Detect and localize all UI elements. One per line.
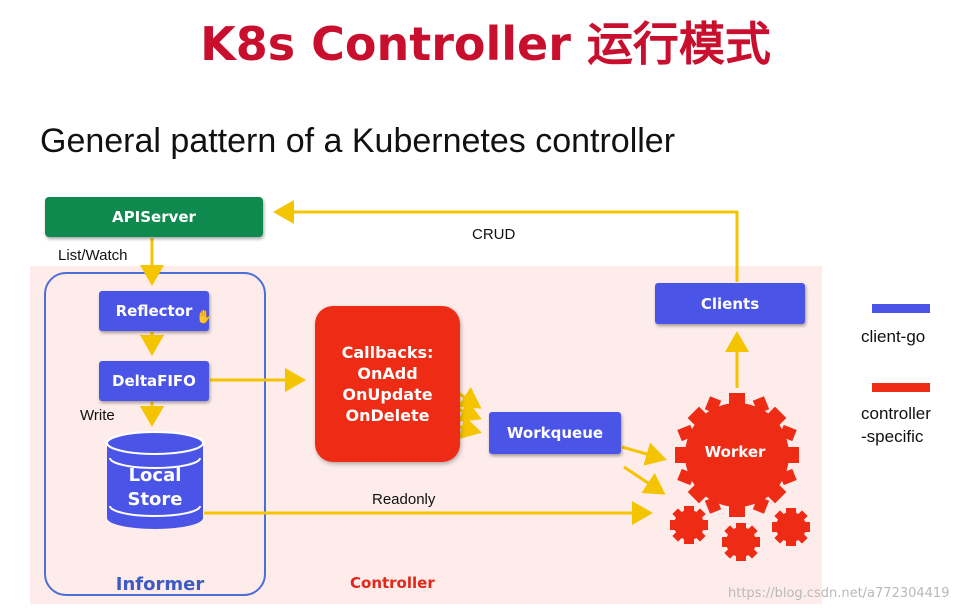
callback-ondelete: OnDelete [345,406,430,425]
small-gear-middle [722,523,760,561]
page-title: K8s Controller 运行模式 [200,17,771,71]
local-store-line-1: Local [128,465,182,486]
small-gear-right [772,508,810,546]
legend-swatch-client-go [872,304,930,313]
reflector-node: Reflector [99,291,209,331]
deltafifo-node: DeltaFIFO [99,361,209,401]
diagram-subtitle: General pattern of a Kubernetes controll… [40,122,676,160]
local-store-cylinder [106,431,204,529]
local-store-line-2: Store [127,489,183,510]
workqueue-node: Workqueue [489,412,621,454]
edge-label-list-watch: List/Watch [58,247,128,264]
worker-label: Worker [704,443,766,461]
callback-onupdate: OnUpdate [342,385,433,404]
apiserver-node: APIServer [45,197,263,237]
mouse-cursor-icon: ✋ [196,309,213,324]
local-store-label: Local Store [107,464,203,512]
clients-node: Clients [655,283,805,324]
small-gear-left [670,506,708,544]
legend-label-controller-line-1: controller [861,404,931,423]
callbacks-node: Callbacks: OnAdd OnUpdate OnDelete [315,306,460,462]
watermark: https://blog.csdn.net/a772304419 [728,586,950,601]
legend-label-client-go: client-go [861,327,926,346]
callback-onadd: OnAdd [357,364,418,383]
arrow-workqueue-to-worker [621,442,667,466]
arrow-workqueue-to-worker-2 [623,465,666,495]
group-label-informer: Informer [115,574,205,595]
edge-label-crud: CRUD [472,226,516,243]
legend-label-controller-specific: controller -specific [861,402,931,448]
worker-gear-teeth [675,393,799,517]
arrow-clients-crud-to-apiserver [273,200,739,282]
legend-label-controller-line-2: -specific [861,427,924,446]
group-label-controller: Controller [350,574,435,592]
edge-label-readonly: Readonly [372,491,436,508]
edge-label-write: Write [80,407,115,424]
legend-swatch-controller-specific [872,383,930,392]
callbacks-title: Callbacks: [341,343,434,362]
worker-gears [670,393,810,561]
